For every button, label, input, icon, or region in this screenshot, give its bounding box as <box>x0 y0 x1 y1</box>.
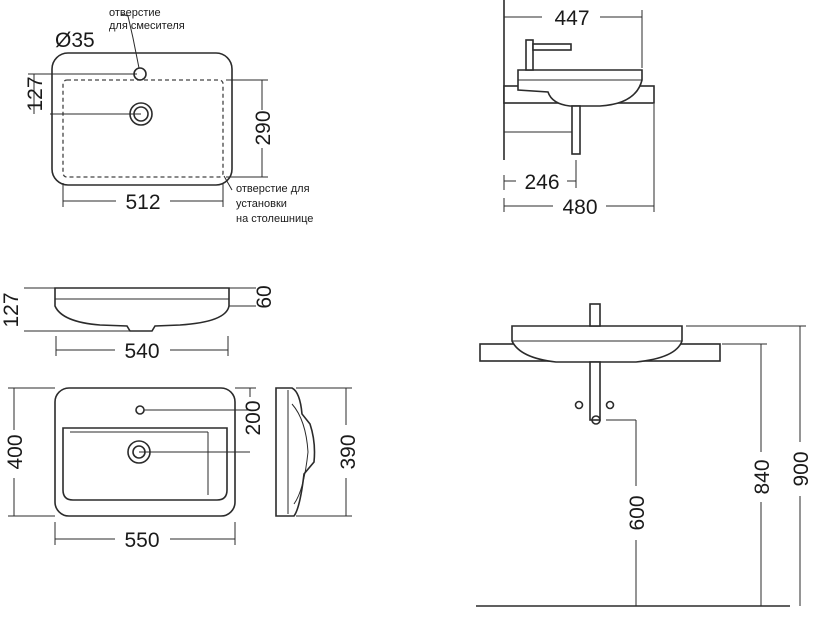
bolt-right <box>605 400 615 410</box>
dim-447-label: 447 <box>554 7 589 30</box>
dim-246-label: 246 <box>524 171 559 194</box>
basin-side-inner <box>291 403 309 505</box>
mixer-hole-note-line2: для смесителя <box>109 20 185 32</box>
cutout-leader <box>223 175 233 191</box>
basin-outline <box>51 52 233 186</box>
basin-front <box>54 287 230 332</box>
dim-550-label: 550 <box>124 529 159 552</box>
dim-600-label: 600 <box>626 495 649 530</box>
faucet-spout <box>532 43 572 51</box>
dim-840-label: 840 <box>751 459 774 494</box>
install-faucet <box>589 303 601 327</box>
install-drain-pipe <box>589 361 601 421</box>
faucet-body <box>525 39 534 71</box>
side-view <box>503 0 655 212</box>
drain-outlet <box>591 415 601 425</box>
dim-127-label: 127 <box>24 76 47 111</box>
basin-side <box>517 69 643 107</box>
cutout-note-line3: на столешнице <box>236 213 313 225</box>
dim-512-label: 512 <box>125 191 160 214</box>
dim-60-label: 60 <box>253 285 276 308</box>
dim-390-label: 390 <box>337 434 360 469</box>
side-profile <box>275 387 352 517</box>
dim-540-label: 540 <box>124 340 159 363</box>
plan-mixer-hole <box>135 405 145 415</box>
bolt-left <box>574 400 584 410</box>
install-basin <box>511 325 683 363</box>
dim-127b-label: 127 <box>0 292 23 327</box>
dim-480-label: 480 <box>562 196 597 219</box>
dim-400-label: 400 <box>4 434 27 469</box>
dim-200-label: 200 <box>242 400 265 435</box>
countertop-cutout-outline <box>62 79 224 178</box>
front-profile <box>24 287 256 356</box>
cutout-note-line2: установки <box>236 198 287 210</box>
installation-view <box>476 303 806 607</box>
mixer-leader <box>120 13 140 69</box>
mixer-hole-diameter: Ø35 <box>55 29 95 52</box>
bowl-outline <box>62 427 228 501</box>
dim-290-label: 290 <box>252 110 275 145</box>
plan-view <box>8 387 256 545</box>
cutout-note-line1: отверстие для <box>236 183 310 195</box>
dim-900-label: 900 <box>790 451 813 486</box>
basin-side-profile <box>275 387 316 517</box>
drain-pipe <box>571 105 581 155</box>
mixer-hole-note-line1: отверстие <box>109 7 161 19</box>
top-view <box>28 13 268 207</box>
